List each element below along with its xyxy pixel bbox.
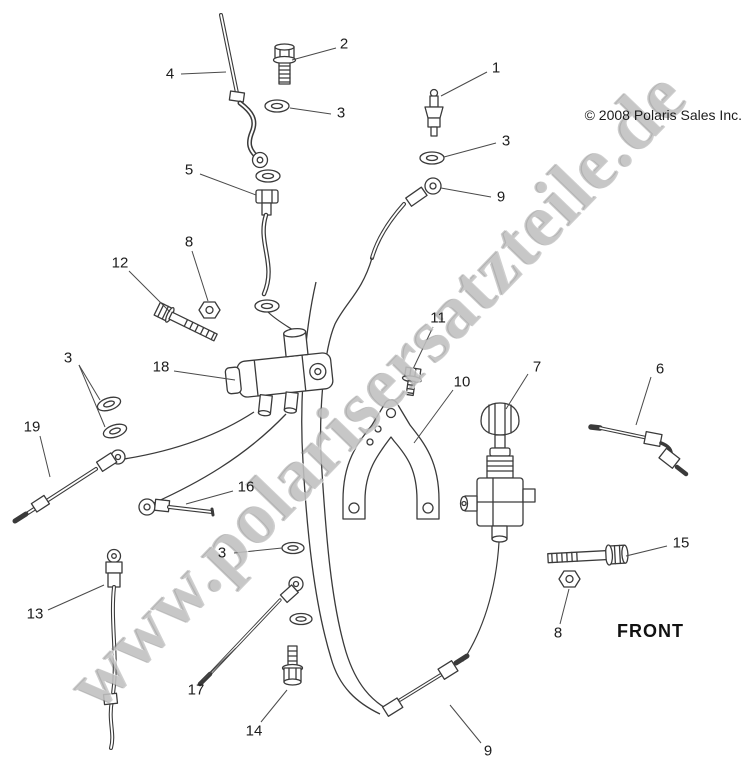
part-brake-hose-9-lower: [381, 653, 470, 717]
callout-10: 10: [453, 373, 471, 391]
part-bolt-11: [401, 366, 422, 397]
part-master-cylinder-18: [224, 327, 334, 417]
part-washer-b: [289, 612, 313, 626]
callout-18: 18: [152, 358, 170, 376]
part-nut-8-upper: [198, 301, 221, 319]
callout-3-4: 3: [217, 544, 227, 562]
callout-11: 11: [430, 309, 446, 327]
callout-3-2: 3: [501, 132, 511, 150]
part-bolt-15: [547, 544, 629, 566]
callout-15: 15: [672, 534, 690, 552]
part-bracket-10: [342, 399, 440, 520]
leader-lines: [39, 47, 668, 744]
callout-19: 19: [23, 418, 41, 436]
part-fitting-1: [424, 88, 444, 137]
callout-3-1: 3: [336, 104, 346, 122]
long-brake-lines: [123, 281, 381, 715]
part-washer-3a: [264, 99, 290, 113]
part-washer-3d: [281, 541, 305, 555]
part-nut-8-lower: [558, 570, 581, 588]
callout-14: 14: [245, 722, 263, 740]
part-brake-line-6: [588, 424, 689, 477]
copyright-notice: © 2008 Polaris Sales Inc.: [584, 107, 742, 123]
part-brake-hose-16: [138, 498, 215, 517]
part-brake-hose-13: [102, 548, 123, 750]
callout-2: 2: [339, 35, 349, 53]
part-bolt-14: [281, 645, 304, 686]
part-brake-hose-9-upper: [319, 177, 442, 713]
callout-9-2: 9: [483, 742, 493, 760]
callout-8-1: 8: [184, 233, 194, 251]
parts: [12, 13, 689, 750]
part-fitting-5: [254, 189, 297, 333]
callout-7: 7: [532, 358, 542, 376]
callout-16: 16: [237, 478, 255, 496]
callout-17: 17: [187, 681, 205, 699]
callout-5: 5: [184, 161, 194, 179]
callout-8-2: 8: [553, 624, 563, 642]
callout-1: 1: [491, 59, 501, 77]
part-washer-3b: [419, 151, 445, 165]
callout-3-3: 3: [63, 349, 73, 367]
part-washer-3c-2: [102, 423, 128, 439]
part-brake-line-19: [12, 449, 126, 524]
part-bolt-12: [153, 301, 218, 342]
callout-6: 6: [655, 360, 665, 378]
callout-4: 4: [165, 65, 175, 83]
callout-12: 12: [111, 254, 129, 272]
callout-9-1: 9: [496, 188, 506, 206]
part-washer-a: [255, 169, 281, 183]
part-brake-line-4: [219, 13, 269, 169]
callout-13: 13: [26, 605, 44, 623]
part-valve-7: [459, 402, 536, 662]
front-label: FRONT: [617, 621, 684, 641]
part-washer-3c-1: [96, 396, 122, 412]
part-bolt-2: [272, 43, 297, 85]
